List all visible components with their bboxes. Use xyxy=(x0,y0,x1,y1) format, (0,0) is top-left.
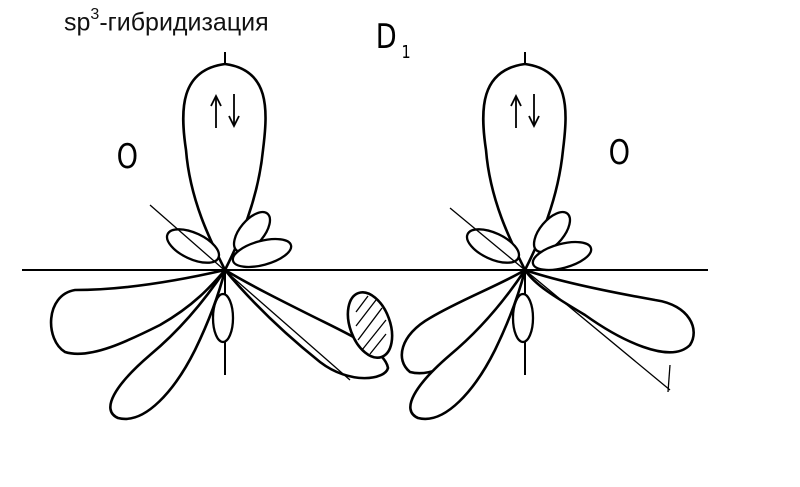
right-diagonal-axis xyxy=(449,207,671,391)
left-diagonal-axis xyxy=(149,204,351,381)
top-mark-letter: D xyxy=(375,17,397,57)
page-title: sp3-гибридизация xyxy=(64,6,269,37)
title-superscript: 3 xyxy=(90,6,100,23)
left-atom xyxy=(49,52,394,421)
right-atom xyxy=(400,52,695,421)
title-suffix: -гибридизация xyxy=(99,8,269,37)
title-main: sp xyxy=(64,8,91,37)
left-small-lobe-3 xyxy=(231,237,293,269)
top-mark-subscript: 1 xyxy=(401,42,411,63)
left-lobe-lower xyxy=(109,268,227,421)
right-axis-tick xyxy=(667,364,671,393)
right-electron-pair xyxy=(510,93,540,129)
left-lobe-lower-left xyxy=(49,268,227,356)
right-small-lobe-3 xyxy=(531,240,593,272)
hatch-lines xyxy=(355,295,387,355)
left-orbital-label: O xyxy=(116,137,139,177)
left-electron-pair xyxy=(210,93,240,129)
right-small-lobe-4 xyxy=(511,292,535,344)
right-lobe-up xyxy=(481,62,567,272)
right-lobe-lower xyxy=(409,268,527,421)
left-small-lobe-4 xyxy=(211,292,235,344)
left-lobe-up xyxy=(181,62,267,272)
right-orbital-label: O xyxy=(608,133,631,173)
right-small-lobe-2 xyxy=(532,210,572,254)
right-lobe-lower-right xyxy=(523,268,695,354)
left-lobe-lower-right xyxy=(223,268,390,380)
